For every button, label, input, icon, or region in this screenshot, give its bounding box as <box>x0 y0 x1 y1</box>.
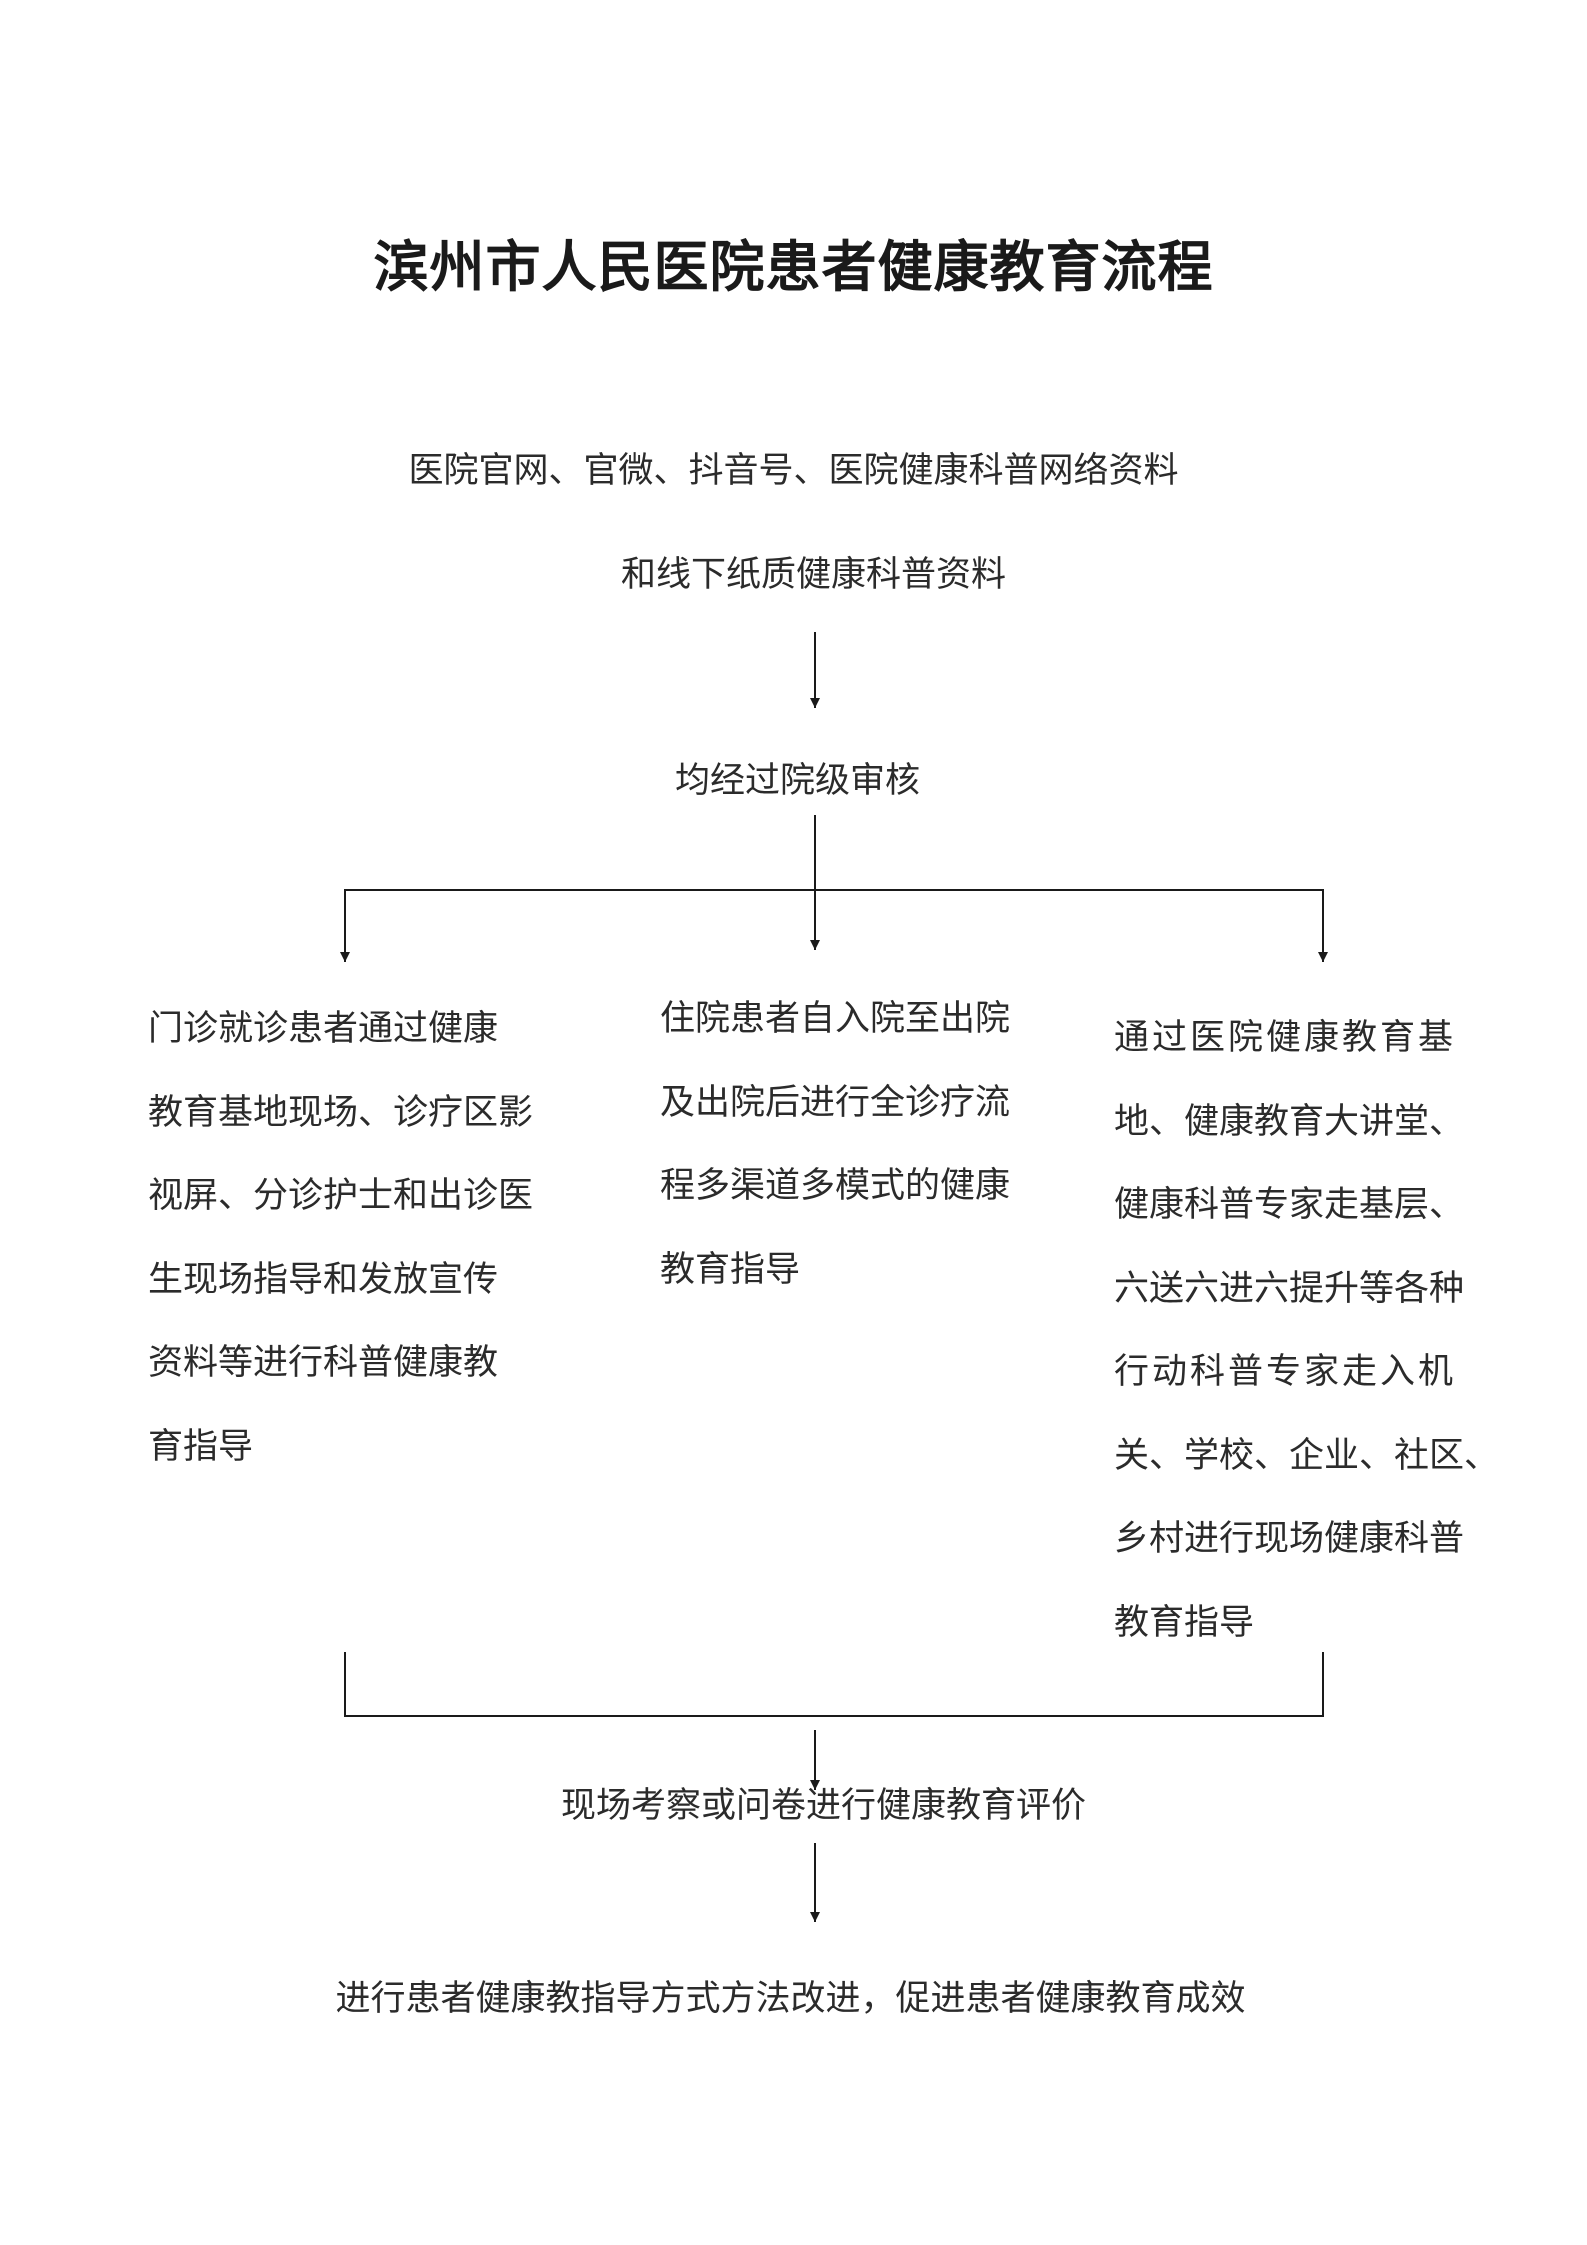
branch-inpatient-line: 程多渠道多模式的健康 <box>660 1166 1011 1206</box>
branch-outpatient-line: 生现场指导和发放宣传 <box>148 1259 499 1300</box>
branch-community-line: 关、学校、企业、社区、 <box>1114 1435 1500 1476</box>
branch-community-line: 六送六进六提升等各种 <box>1114 1268 1465 1309</box>
branch-outpatient-line: 资料等进行科普健康教 <box>148 1343 499 1383</box>
branch-outpatient-line: 门诊就诊患者通过健康 <box>148 1009 499 1049</box>
branch-outpatient-line: 教育基地现场、诊疗区影 <box>148 1092 534 1133</box>
branch-outpatient: 门诊就诊患者通过健康 教育基地现场、诊疗区影 视屏、分诊护士和出诊医 生现场指导… <box>148 988 548 1489</box>
branch-inpatient-line: 住院患者自入院至出院 <box>660 999 1011 1039</box>
branch-community: 通过医院健康教育基 地、健康教育大讲堂、 健康科普专家走基层、 六送六进六提升等… <box>1114 997 1500 1665</box>
source-text-line-1: 医院官网、官微、抖音号、医院健康科普网络资料 <box>408 451 1179 491</box>
branch-split-line <box>344 889 1324 962</box>
branch-outpatient-line: 视屏、分诊护士和出诊医 <box>148 1176 534 1216</box>
review-text: 均经过院级审核 <box>674 761 920 801</box>
branch-community-line: 通过医院健康教育基 <box>1114 1018 1457 1058</box>
branch-outpatient-line: 育指导 <box>148 1426 254 1467</box>
branch-inpatient-line: 教育指导 <box>660 1249 801 1290</box>
branch-inpatient-line: 及出院后进行全诊疗流 <box>660 1082 1011 1123</box>
branch-community-line: 健康科普专家走基层、 <box>1114 1185 1465 1225</box>
branch-community-line: 地、健康教育大讲堂、 <box>1114 1101 1465 1142</box>
branch-merge-line <box>344 1652 1324 1717</box>
improvement-text: 进行患者健康教指导方式方法改进，促进患者健康教育成效 <box>335 1979 1246 2019</box>
branch-community-line: 行动科普专家走入机 <box>1114 1352 1457 1392</box>
branch-community-line: 教育指导 <box>1114 1602 1255 1643</box>
source-text-line-2: 和线下纸质健康科普资料 <box>620 555 1006 595</box>
page-title: 滨州市人民医院患者健康教育流程 <box>373 235 1214 299</box>
branch-community-line: 乡村进行现场健康科普 <box>1114 1519 1465 1559</box>
evaluation-text: 现场考察或问卷进行健康教育评价 <box>560 1786 1086 1826</box>
branch-inpatient: 住院患者自入院至出院 及出院后进行全诊疗流 程多渠道多模式的健康 教育指导 <box>660 978 1040 1312</box>
